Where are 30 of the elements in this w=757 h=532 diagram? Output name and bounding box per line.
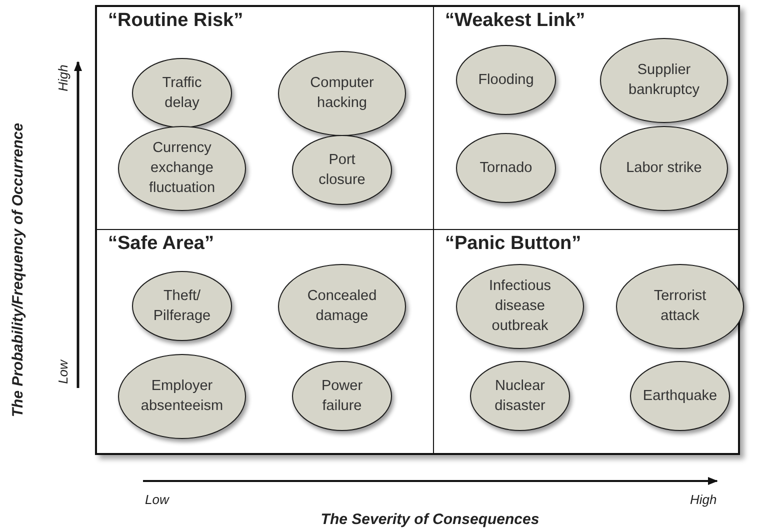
quadrant-heading: “Weakest Link”	[445, 10, 586, 32]
axis-label: High	[690, 492, 717, 507]
quadrant-panel	[97, 7, 434, 230]
axis-title: The Probability/Frequency of Occurrence	[10, 122, 26, 418]
risk-ellipse	[292, 135, 392, 205]
risk-label: Nuclear disaster	[494, 377, 546, 416]
risk-label: Port closure	[318, 151, 366, 190]
risk-label: Computer hacking	[309, 74, 375, 113]
risk-label: Flooding	[477, 71, 535, 90]
risk-label: Traffic delay	[161, 74, 203, 113]
risk-label: Supplier bankruptcy	[628, 61, 700, 100]
risk-label: Theft/ Pilferage	[152, 287, 212, 326]
risk-label: Concealed damage	[306, 287, 378, 326]
risk-label: Employer absenteeism	[140, 377, 224, 416]
quadrant-heading: “Safe Area”	[108, 233, 214, 255]
risk-ellipse	[118, 126, 246, 210]
risk-label: Infectious disease outbreak	[488, 277, 552, 336]
axis-label: Low	[145, 492, 169, 507]
risk-label: Earthquake	[642, 387, 718, 406]
quadrant-heading: “Routine Risk”	[108, 10, 244, 32]
risk-label: Terrorist attack	[652, 287, 708, 326]
risk-label: Tornado	[478, 159, 534, 178]
axis-label: Low	[56, 360, 70, 384]
risk-label: Power failure	[320, 377, 364, 416]
risk-ellipse	[600, 126, 728, 210]
quadrant-heading: “Panic Button”	[445, 233, 582, 255]
risk-label: Currency exchange fluctuation	[148, 139, 216, 198]
risk-label: Labor strike	[625, 159, 703, 178]
axis-label: High	[56, 64, 70, 92]
axis-title: The Severity of Consequences	[320, 511, 540, 528]
